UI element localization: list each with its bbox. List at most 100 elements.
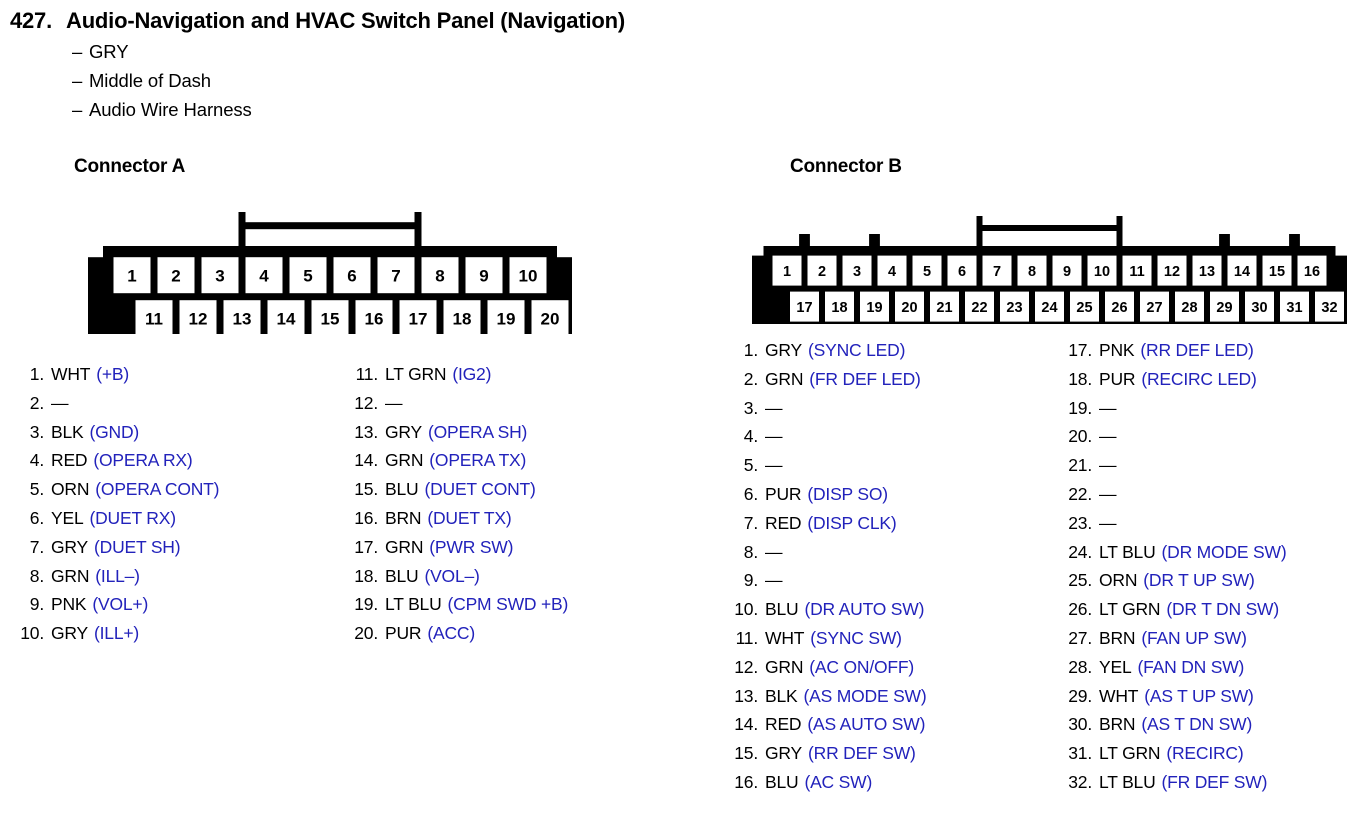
pin-cell xyxy=(1035,291,1064,322)
pin-wire-color: LT GRN xyxy=(1099,599,1161,620)
pin-cell-number: 13 xyxy=(233,309,252,328)
pin-function-label: (RR DEF SW) xyxy=(808,743,916,764)
pin-cell-number: 19 xyxy=(866,300,882,316)
pin-function-label: (ILL–) xyxy=(95,565,140,586)
page-header: 427. Audio-Navigation and HVAC Switch Pa… xyxy=(0,8,1366,121)
pin-cell-number: 2 xyxy=(818,264,826,280)
pin-row: 28.YEL(FAN DN SW) xyxy=(1062,653,1286,682)
pin-wire-color: WHT xyxy=(1099,685,1139,706)
pin-row: 25.ORN(DR T UP SW) xyxy=(1062,566,1286,595)
pin-cell-number: 8 xyxy=(435,266,444,285)
pin-row: 17.PNK(RR DEF LED) xyxy=(1062,336,1286,365)
pin-function-label: (DISP SO) xyxy=(807,483,888,504)
pin-unused-dash: — xyxy=(1099,426,1117,447)
pin-cell-number: 16 xyxy=(365,309,384,328)
pin-cell xyxy=(1070,291,1099,322)
pin-wire-color: LT BLU xyxy=(385,594,442,615)
pin-cell xyxy=(399,300,437,334)
latch-crossbar xyxy=(238,222,422,230)
pin-unused-dash: — xyxy=(765,397,783,418)
pin-row: 19.— xyxy=(1062,394,1286,423)
pin-row: 13.BLK(AS MODE SW) xyxy=(728,682,926,711)
pin-cell-number: 23 xyxy=(1006,300,1022,316)
pin-wire-color: ORN xyxy=(51,479,90,500)
pin-number: 31. xyxy=(1068,743,1092,764)
pin-cell-number: 14 xyxy=(277,309,296,328)
pin-number: 8. xyxy=(743,541,758,562)
pin-wire-color: BLU xyxy=(385,479,419,500)
pin-number: 1. xyxy=(29,364,44,384)
pin-row: 26.LT GRN(DR T DN SW) xyxy=(1062,595,1286,624)
detail-line-location: –Middle of Dash xyxy=(0,70,1366,92)
pin-wire-color: BLU xyxy=(765,599,799,620)
pin-row: 6.YEL(DUET RX) xyxy=(14,504,219,533)
pin-cell xyxy=(1280,291,1309,322)
bullet-dash: – xyxy=(72,41,83,62)
pin-cell xyxy=(333,257,371,294)
pin-number: 21. xyxy=(1068,455,1092,476)
pin-number: 16. xyxy=(734,771,758,792)
pin-cell-number: 6 xyxy=(958,264,966,280)
pin-function-label: (AS AUTO SW) xyxy=(807,714,926,735)
pin-unused-dash: — xyxy=(51,392,69,413)
pin-cell xyxy=(825,291,854,322)
pin-cell xyxy=(443,300,481,334)
pin-wire-color: RED xyxy=(765,714,802,735)
pin-unused-dash: — xyxy=(765,570,783,591)
pin-number: 22. xyxy=(1068,483,1092,504)
pin-row: 30.BRN(AS T DN SW) xyxy=(1062,710,1286,739)
bullet-dash: – xyxy=(72,70,83,91)
pin-row: 31.LT GRN(RECIRC) xyxy=(1062,739,1286,768)
detail-line-color: –GRY xyxy=(0,41,1366,63)
pin-cell-number: 4 xyxy=(259,266,269,285)
connector-a-heading: Connector A xyxy=(74,156,186,177)
pin-cell xyxy=(912,255,942,286)
detail-color-value: GRY xyxy=(89,41,129,62)
pin-cell-number: 3 xyxy=(215,266,224,285)
pin-cell xyxy=(860,291,889,322)
pin-cell-number: 21 xyxy=(936,300,952,316)
pin-number: 2. xyxy=(743,368,758,389)
pin-row: 15.GRY(RR DEF SW) xyxy=(728,739,927,768)
pin-number: 3. xyxy=(743,397,758,418)
pin-number: 3. xyxy=(29,421,44,442)
pin-function-label: (GND) xyxy=(89,421,140,442)
pin-cell xyxy=(377,257,415,294)
pin-number: 13. xyxy=(734,685,758,706)
left-corner-notch xyxy=(752,246,764,256)
pin-cell-number: 12 xyxy=(1164,264,1180,280)
pin-cell xyxy=(1017,255,1047,286)
pin-row: 17.GRN(PWR SW) xyxy=(348,533,568,562)
pin-number: 4. xyxy=(743,426,758,447)
pin-row: 14.GRN(OPERA TX) xyxy=(348,446,568,475)
pin-cell xyxy=(877,255,907,286)
pin-number: 16. xyxy=(354,507,378,528)
pin-wire-color: GRY xyxy=(51,536,89,557)
pin-number: 12. xyxy=(354,392,378,413)
pin-row: 20.— xyxy=(1062,422,1286,451)
pin-cell-number: 15 xyxy=(321,309,340,328)
pin-row: 29.WHT(AS T UP SW) xyxy=(1062,682,1286,711)
pin-row: 16.BLU(AC SW) xyxy=(728,768,927,797)
connector-a-pinlist-left: 1.WHT(+B)2.—3.BLK(GND)4.RED(OPERA RX)5.O… xyxy=(14,360,219,648)
pin-wire-color: PNK xyxy=(51,594,87,615)
pin-wire-color: GRN xyxy=(385,536,424,557)
pin-row: 7.GRY(DUET SH) xyxy=(14,533,219,562)
pin-function-label: (DUET CONT) xyxy=(424,479,536,500)
pin-cell xyxy=(1245,291,1274,322)
pin-cell-number: 16 xyxy=(1304,264,1320,280)
pin-number: 17. xyxy=(1068,340,1092,360)
pin-cell-number: 20 xyxy=(901,300,917,316)
pin-function-label: (OPERA SH) xyxy=(428,421,528,442)
pin-cell-number: 32 xyxy=(1321,300,1337,316)
pin-cell-number: 28 xyxy=(1181,300,1197,316)
pin-cell xyxy=(842,255,872,286)
pin-cell xyxy=(201,257,239,294)
pin-row: 12.GRN(AC ON/OFF) xyxy=(728,653,927,682)
pin-number: 5. xyxy=(743,455,758,476)
pin-cell xyxy=(311,300,349,334)
pin-cell xyxy=(1087,255,1117,286)
pin-cell-number: 9 xyxy=(1063,264,1071,280)
pin-number: 17. xyxy=(354,536,378,557)
